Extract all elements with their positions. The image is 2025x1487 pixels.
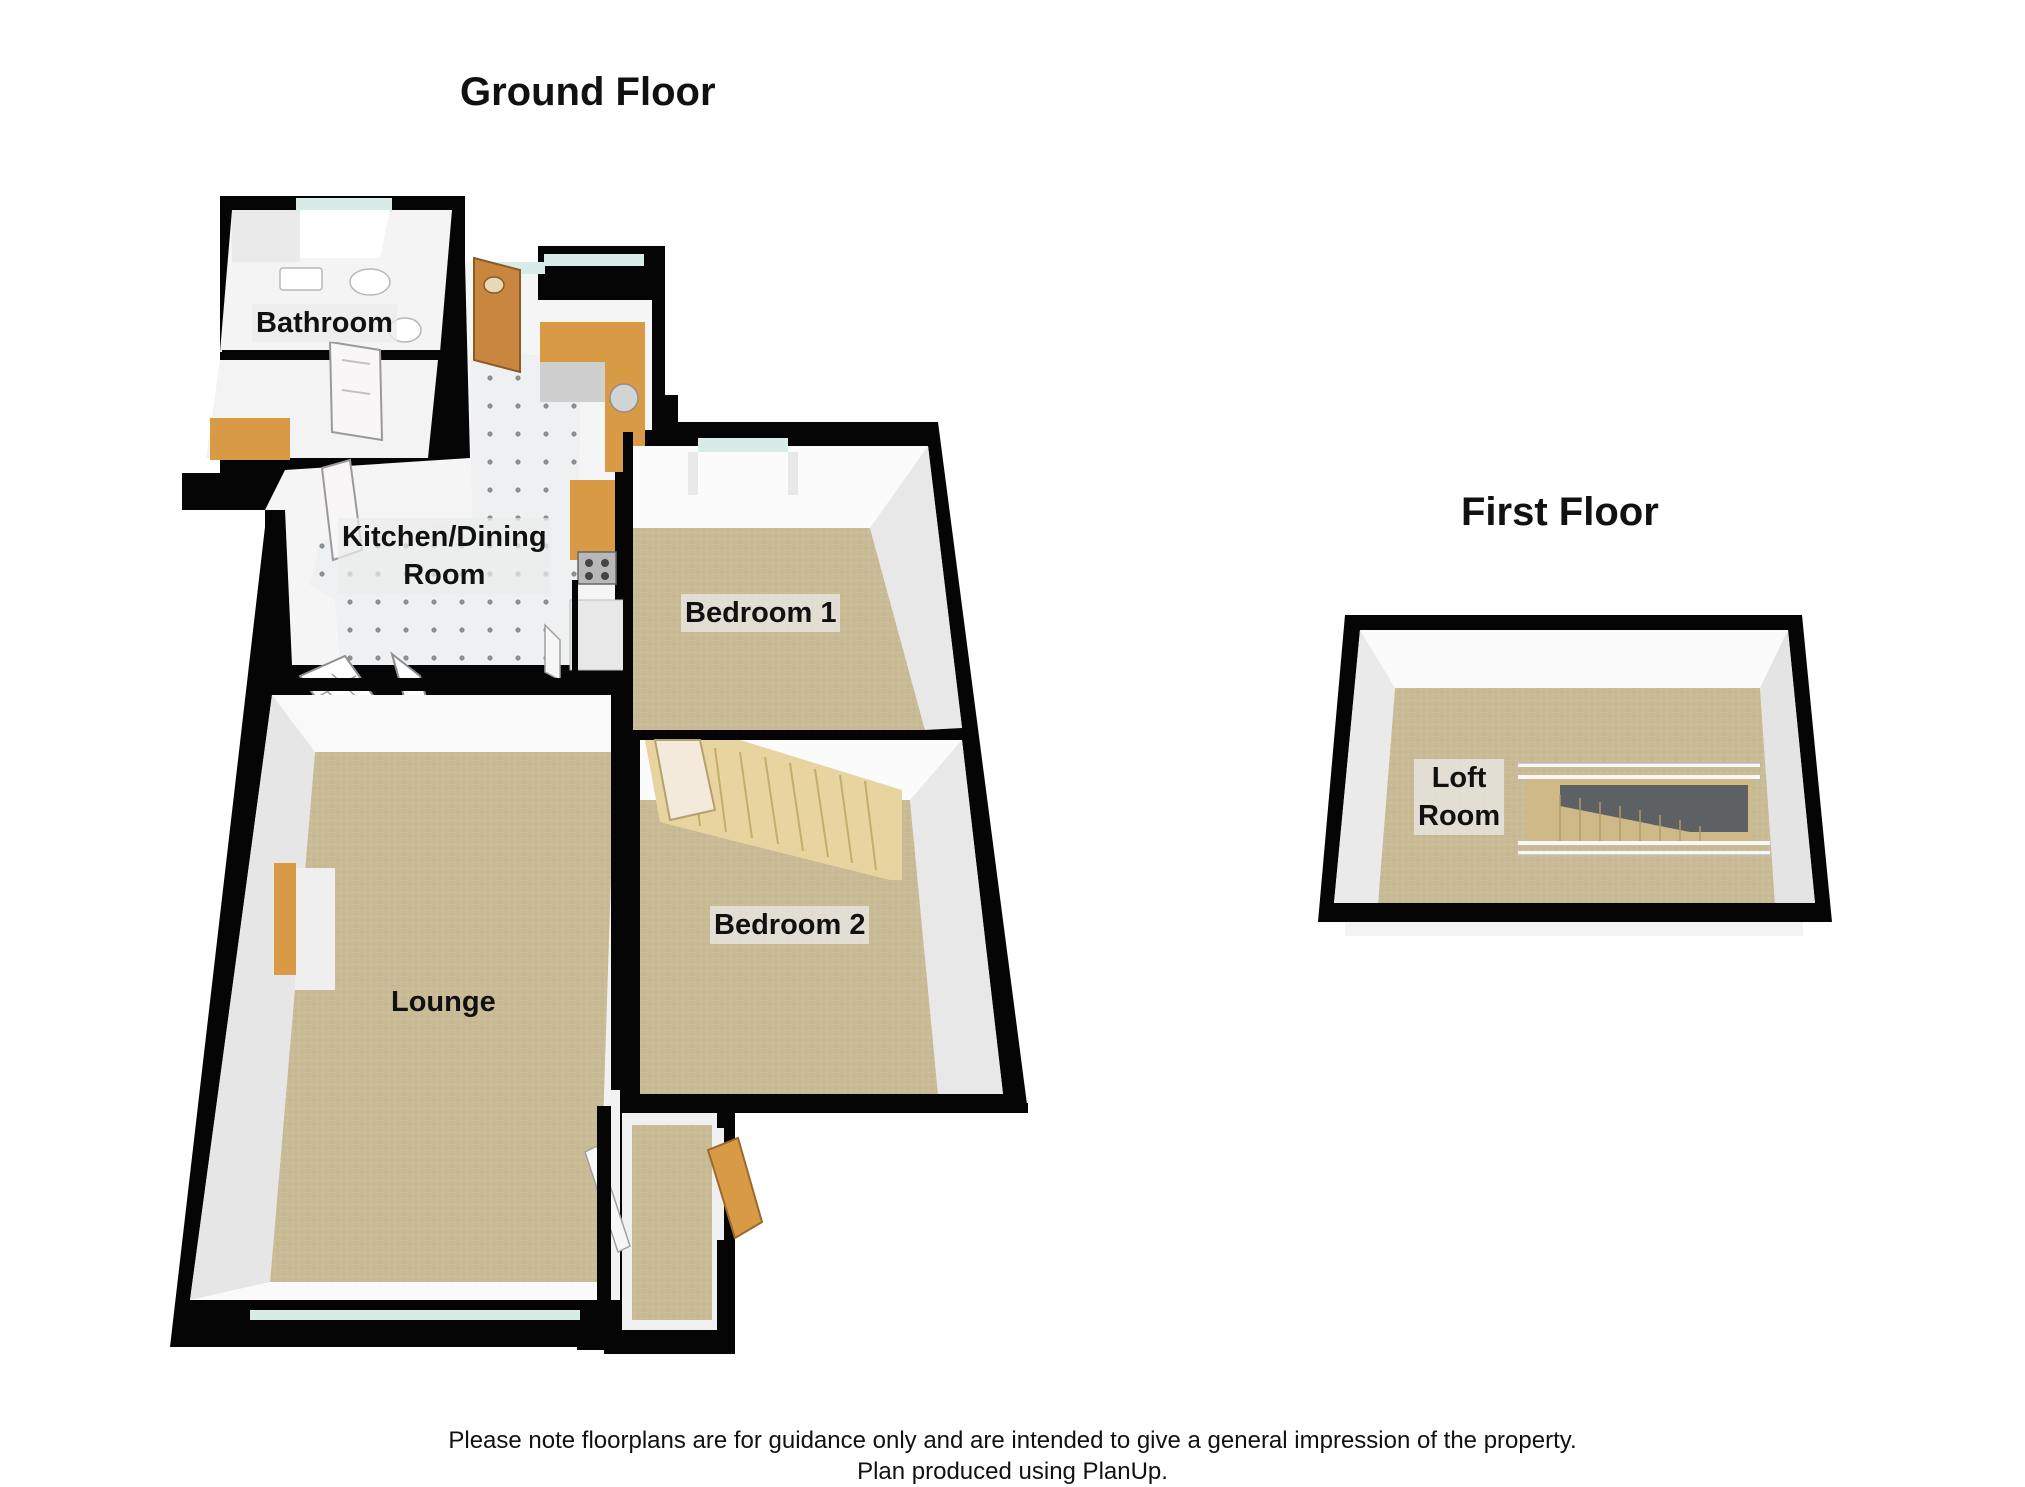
kitchen-dining-label-line2: Room (403, 559, 486, 591)
loft-room-label: Loft Room (1414, 759, 1505, 835)
loft-room-label-line1: Loft (1431, 762, 1487, 794)
ground-floor-plan (170, 196, 1028, 1354)
ground-floor-title: Ground Floor (460, 70, 716, 114)
interior-walls (265, 432, 1028, 1113)
disclaimer-line-2: Plan produced using PlanUp. (857, 1458, 1168, 1485)
staircase (645, 739, 902, 880)
bathroom-label: Bathroom (252, 304, 397, 342)
loft-stair-opening (1518, 762, 1770, 856)
kitchen-dining-label-line1: Kitchen/Dining (342, 521, 547, 553)
front-door (706, 1136, 764, 1240)
lounge-area (190, 695, 620, 1320)
bedroom-1-area (630, 438, 966, 738)
lounge-label: Lounge (391, 986, 496, 1018)
first-floor-title: First Floor (1461, 490, 1659, 534)
kitchen-dining-label: Kitchen/Dining Room (338, 518, 551, 594)
back-door (473, 256, 521, 374)
disclaimer-line-1: Please note floorplans are for guidance … (448, 1427, 1577, 1454)
first-floor-plan (1318, 615, 1832, 936)
loft-room-label-line2: Room (1418, 800, 1501, 832)
entrance-porch (584, 1104, 764, 1354)
loft-banister (1518, 763, 1770, 855)
bedroom-2-label: Bedroom 2 (710, 906, 870, 944)
bedroom-1-label: Bedroom 1 (681, 594, 841, 632)
